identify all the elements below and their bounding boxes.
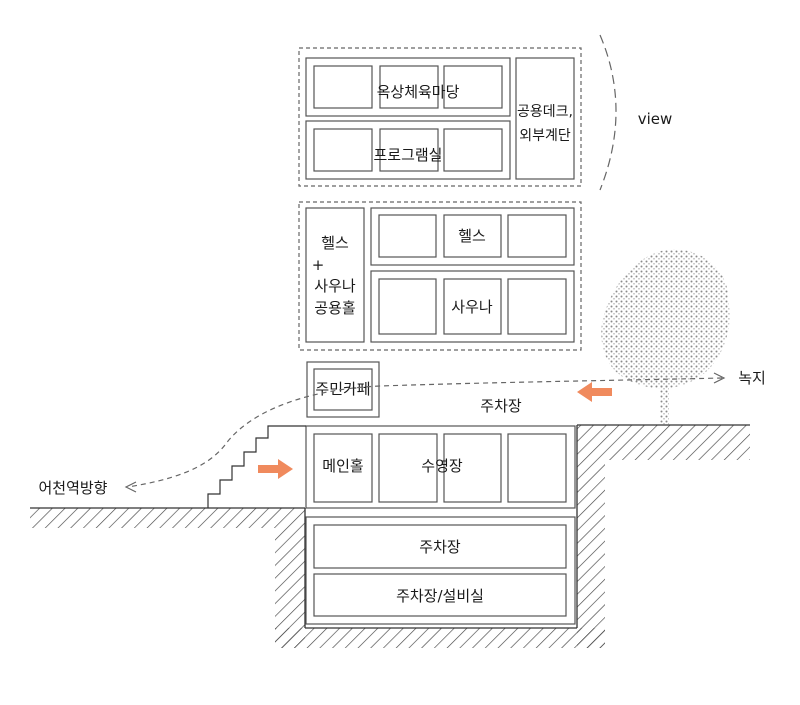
view-label: view (638, 110, 673, 128)
rooftop-label: 옥상체육마당 (377, 83, 460, 101)
public-deck-label-1: 공용데크, (517, 104, 573, 120)
program-room-label: 프로그램실 (373, 146, 442, 164)
pool-label: 수영장 (421, 457, 463, 475)
entry-arrow-left (577, 382, 612, 402)
parking-b2-label: 주차장/설비실 (396, 587, 484, 605)
green-label: 녹지 (738, 369, 766, 387)
top-block (298, 47, 582, 187)
basement-block (305, 516, 576, 625)
main-hall-label: 메인홀 (322, 457, 363, 475)
circulation-arrowhead-station (124, 481, 137, 493)
tree-icon (601, 249, 730, 425)
entry-arrow-right (258, 459, 293, 479)
parking-ground-label: 주차장 (480, 397, 522, 415)
health-label: 헬스 (458, 227, 486, 245)
circulation-arrowhead-green (713, 372, 726, 384)
station-direction-label: 어천역방향 (38, 479, 107, 497)
middle-block (298, 201, 582, 351)
health-sauna-hall-line1: 헬스 (321, 234, 349, 252)
health-sauna-hall-line2: + (312, 256, 325, 274)
ground-hatch (30, 424, 750, 648)
public-deck-label-2: 외부계단 (519, 128, 571, 144)
ground-floor-block (305, 425, 576, 509)
parking-b1-label: 주차장 (419, 538, 461, 556)
sauna-label: 사우나 (451, 298, 493, 316)
health-sauna-hall-line3: 사우나 (314, 277, 356, 295)
stairs (207, 425, 306, 508)
view-bracket (599, 34, 617, 191)
health-sauna-hall-line4: 공용홀 (314, 299, 355, 317)
